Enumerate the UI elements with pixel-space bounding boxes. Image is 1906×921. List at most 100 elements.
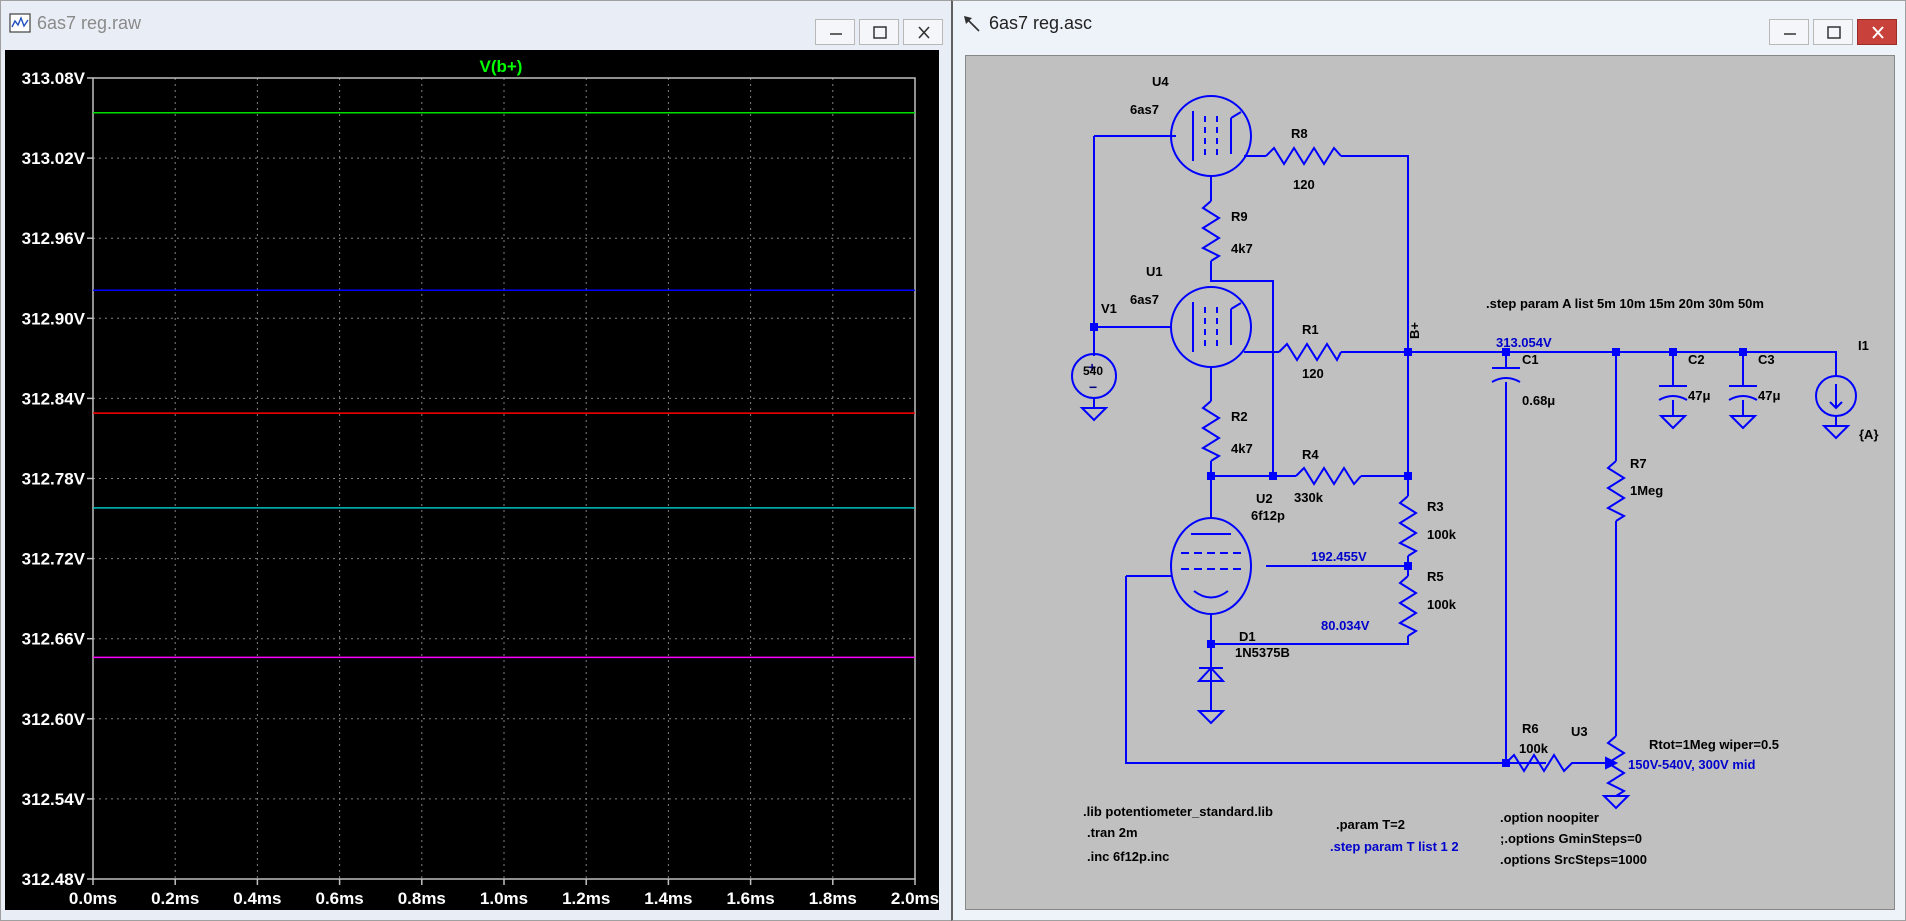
label-R2-ref: R2 <box>1231 409 1248 424</box>
schematic-maximize-button[interactable] <box>1813 19 1853 45</box>
plot-maximize-button[interactable] <box>859 19 899 45</box>
schematic-canvas[interactable]: + − U4 6as7 R8 120 <box>965 55 1895 910</box>
plot-minimize-button[interactable] <box>815 19 855 45</box>
y-tick-label: 312.60V <box>22 710 86 729</box>
wire-node <box>1502 348 1510 356</box>
wire-node <box>1269 472 1277 480</box>
close-icon <box>918 26 930 39</box>
directive-tran: .tran 2m <box>1087 825 1138 840</box>
net-label-bplus: B+ <box>1407 322 1422 339</box>
wire-node <box>1207 640 1215 648</box>
plot-title-bar[interactable]: 6as7 reg.raw <box>1 1 951 47</box>
y-tick-label: 313.08V <box>22 69 86 88</box>
directive-gmin: ;.options GminSteps=0 <box>1500 831 1642 846</box>
y-tick-label: 312.54V <box>22 790 86 809</box>
schematic-drawing[interactable]: + − U4 6as7 R8 120 <box>966 56 1896 911</box>
label-R5-value: 100k <box>1427 597 1457 612</box>
x-tick-label: 0.2ms <box>151 889 199 908</box>
wire-node <box>1404 472 1412 480</box>
schematic-title-bar[interactable]: 6as7 reg.asc <box>953 1 1905 47</box>
directive-param-t: .param T=2 <box>1336 817 1405 832</box>
svg-text:−: − <box>1089 379 1097 395</box>
waveform-plot[interactable]: V(b+) 313.08V 313.02V 312.96V 312.90V 312.84… <box>5 50 939 910</box>
current-source-I1 <box>1815 375 1857 426</box>
pot-comment: 150V-540V, 300V mid <box>1628 757 1756 772</box>
schematic-close-button[interactable] <box>1857 19 1897 45</box>
x-tick-label: 1.2ms <box>562 889 610 908</box>
plot-pane[interactable]: V(b+) 313.08V 313.02V 312.96V 312.90V 312.84… <box>5 50 939 910</box>
label-R8-value: 120 <box>1293 177 1315 192</box>
pentode-U2-symbol[interactable] <box>1170 517 1252 615</box>
y-tick-label: 312.84V <box>22 389 86 408</box>
wire-node <box>1207 472 1215 480</box>
label-C1-ref: C1 <box>1522 352 1539 367</box>
voltage-source-V1 <box>1071 353 1117 408</box>
y-tick-label: 312.90V <box>22 309 86 328</box>
label-U3-ref: U3 <box>1571 724 1588 739</box>
x-tick-label: 1.0ms <box>480 889 528 908</box>
trace-label[interactable]: V(b+) <box>480 57 523 76</box>
label-C2-value: 47μ <box>1688 388 1710 403</box>
capacitor-C2 <box>1658 385 1688 416</box>
y-tick-label: 313.02V <box>22 149 86 168</box>
schematic-editor-window[interactable]: 6as7 reg.asc <box>951 0 1906 921</box>
plot-close-button[interactable] <box>903 19 943 45</box>
minimize-icon <box>1784 33 1796 35</box>
label-C1-value: 0.68μ <box>1522 393 1555 408</box>
schematic-window-title: 6as7 reg.asc <box>989 13 1093 33</box>
label-R7-value: 1Meg <box>1630 483 1663 498</box>
label-R9-ref: R9 <box>1231 209 1248 224</box>
ground-symbol <box>1079 407 1109 422</box>
maximize-icon <box>873 26 887 39</box>
label-C2-ref: C2 <box>1688 352 1705 367</box>
ground-symbol <box>1728 415 1758 430</box>
ground-symbol <box>1821 425 1851 440</box>
wire-node <box>1739 348 1747 356</box>
capacitor-C1 <box>1491 367 1521 383</box>
label-R6-ref: R6 <box>1522 721 1539 736</box>
resistor-R9 <box>1200 200 1222 262</box>
x-tick-label: 0.4ms <box>233 889 281 908</box>
resistor-R6 <box>1505 753 1586 773</box>
directive-noopiter: .option noopiter <box>1500 810 1599 825</box>
label-R4-ref: R4 <box>1302 447 1319 462</box>
label-R2-value: 4k7 <box>1231 441 1253 456</box>
minimize-icon <box>830 33 842 35</box>
label-V1-ref: V1 <box>1101 301 1117 316</box>
directive-step-a: .step param A list 5m 10m 15m 20m 30m 50… <box>1486 296 1764 311</box>
svg-text:+: + <box>1088 359 1096 375</box>
schematic-minimize-button[interactable] <box>1769 19 1809 45</box>
label-D1-value: 1N5375B <box>1235 645 1290 660</box>
label-C3-value: 47μ <box>1758 388 1780 403</box>
label-U4-ref: U4 <box>1152 74 1169 89</box>
directive-step-t: .step param T list 1 2 <box>1330 839 1459 854</box>
wire-node <box>1404 562 1412 570</box>
label-R6-value: 100k <box>1519 741 1549 756</box>
label-R3-ref: R3 <box>1427 499 1444 514</box>
wire-node <box>1090 323 1098 331</box>
label-D1-ref: D1 <box>1239 629 1256 644</box>
label-U3-value: Rtot=1Meg wiper=0.5 <box>1649 737 1779 752</box>
label-R7-ref: R7 <box>1630 456 1647 471</box>
label-I1-value: {A} <box>1859 427 1879 442</box>
triode-U4-symbol[interactable] <box>1170 95 1252 177</box>
directive-srcsteps: .options SrcSteps=1000 <box>1500 852 1647 867</box>
ground-symbol <box>1601 795 1631 810</box>
x-tick-label: 0.0ms <box>69 889 117 908</box>
y-tick-label: 312.78V <box>22 470 86 489</box>
zener-D1 <box>1196 666 1226 711</box>
ground-symbol <box>1196 710 1226 725</box>
label-R1-ref: R1 <box>1302 322 1319 337</box>
resistor-R8 <box>1265 146 1342 166</box>
y-tick-label: 312.72V <box>22 550 86 569</box>
schematic-cursor-icon <box>964 16 980 32</box>
label-U2-value: 6f12p <box>1251 508 1285 523</box>
y-tick-label: 312.96V <box>22 229 86 248</box>
waveform-icon <box>9 13 31 33</box>
waveform-viewer-window[interactable]: 6as7 reg.raw V(b+) 313.08V 313.02V 312.96V… <box>0 0 952 921</box>
plot-window-title: 6as7 reg.raw <box>37 13 142 33</box>
y-tick-label: 312.66V <box>22 630 86 649</box>
triode-U1-symbol[interactable] <box>1170 286 1252 368</box>
x-tick-label: 0.8ms <box>398 889 446 908</box>
x-tick-label: 1.4ms <box>644 889 692 908</box>
